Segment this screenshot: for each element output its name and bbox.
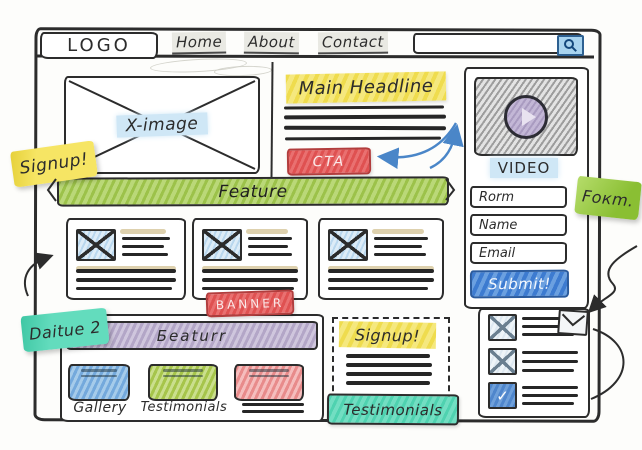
feature2-note-text: Daitue 2 <box>28 316 102 344</box>
submit-button[interactable]: Submit! <box>469 269 570 299</box>
sidebar-input-rorm[interactable] <box>470 186 567 208</box>
feature2-banner: Бeaturr <box>66 321 318 350</box>
nav-item-about[interactable]: About <box>243 31 300 55</box>
cta-button[interactable]: CTA <box>286 147 372 176</box>
card-thumbnail-x-icon <box>202 229 242 261</box>
checkbox-icon[interactable] <box>488 314 517 341</box>
signup-note-left-text: Signup! <box>18 149 90 179</box>
nav-item-home[interactable]: Home <box>171 31 227 55</box>
text-line <box>283 114 447 120</box>
envelope-icon <box>557 308 589 337</box>
search-button[interactable] <box>557 35 584 56</box>
submit-button-text: Submit! <box>488 274 551 294</box>
sidebar-input-email[interactable] <box>470 242 567 264</box>
nav-item-contact[interactable]: Contact <box>317 31 388 55</box>
gallery-label: Gallery <box>73 400 127 416</box>
feature-banner-text: Feature <box>218 181 288 202</box>
video-label: VIDEO <box>490 158 558 178</box>
signup-section-title: Signup! <box>338 321 437 349</box>
testimonials-banner-text: Testimonials <box>343 400 443 419</box>
logo-box: LOGO <box>40 32 158 59</box>
video-player[interactable] <box>474 77 578 156</box>
cta-button-text: CTA <box>312 153 346 170</box>
form-note-text: Foкm. <box>581 185 635 211</box>
testimonials-banner: Testimonials <box>326 393 460 426</box>
banner-badge-text: BANNER <box>215 295 285 312</box>
feature-card <box>318 218 444 300</box>
main-headline: Main Headline <box>285 71 447 104</box>
banner-badge: BANNER <box>205 289 295 318</box>
feature2-banner-text: Бeaturr <box>156 326 228 345</box>
feature-card <box>66 218 186 300</box>
video-label-text: VIDEO <box>497 159 551 177</box>
form-note: Foкm. <box>574 175 642 221</box>
feature2-thumbnail[interactable] <box>234 364 304 401</box>
text-line <box>283 125 447 131</box>
checkbox-checked-icon[interactable]: ✓ <box>488 382 517 409</box>
hero-image-label: X-image <box>116 112 208 138</box>
testimonials-thumbnail[interactable] <box>148 364 218 401</box>
hero-image-placeholder: X-image <box>64 76 260 174</box>
play-icon[interactable] <box>504 94 548 139</box>
main-headline-text: Main Headline <box>298 75 434 100</box>
search-icon <box>564 39 577 52</box>
card-thumbnail-x-icon <box>76 229 116 261</box>
logo-text: LOGO <box>67 35 131 56</box>
search-input[interactable] <box>413 33 582 54</box>
gallery-thumbnail[interactable] <box>68 364 130 401</box>
card-thumbnail-x-icon <box>328 229 368 261</box>
checkbox-icon[interactable] <box>488 348 517 375</box>
testimonials-label: Testimonials <box>140 400 228 415</box>
signup-section-title-text: Signup! <box>354 324 421 346</box>
signup-section: Signup! <box>332 317 450 401</box>
feature-card <box>192 218 308 300</box>
sidebar-input-name[interactable] <box>470 214 567 236</box>
feature-banner: Feature <box>56 176 450 207</box>
